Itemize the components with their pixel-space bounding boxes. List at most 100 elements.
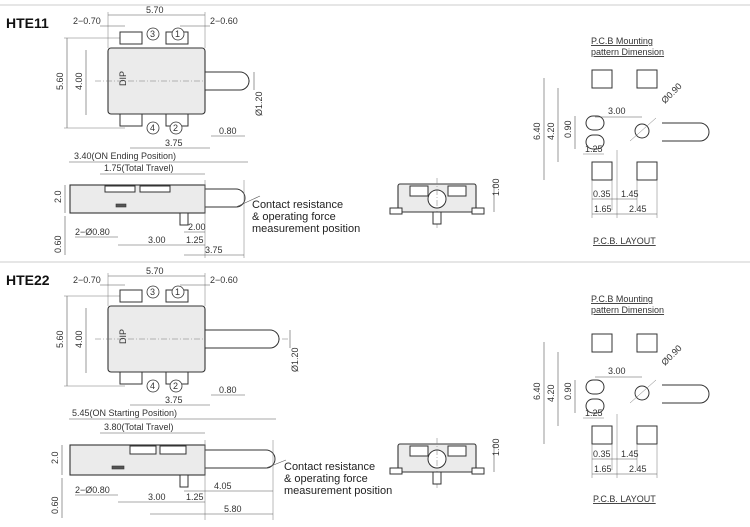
pcb-slot-1 — [585, 379, 605, 395]
front-pad — [389, 207, 403, 215]
pcb-title-2: pattern Dimension — [591, 305, 664, 315]
actuator — [204, 71, 250, 91]
dim-080-label: 0.80 — [219, 126, 237, 136]
dim-060-label: 0.60 — [53, 235, 63, 253]
section-hte22: HTE22 5.70 2−0.70 2−0.60 5.60 4.00 DIP — [6, 266, 710, 520]
dim-travel-label: 3.80(Total Travel) — [104, 422, 174, 432]
dim-width-label: 5.70 — [146, 5, 164, 15]
pcb-pad-tl — [591, 69, 613, 89]
front-window — [447, 445, 467, 457]
dim-300-label: 3.00 — [608, 366, 626, 376]
pcb-pad-tr — [636, 69, 658, 89]
side-slot — [139, 185, 171, 193]
pin-1-label: 1 — [175, 29, 180, 39]
front-window — [409, 445, 429, 457]
pin-2-label: 2 — [173, 381, 178, 391]
pcb-slot-1 — [585, 115, 605, 131]
dim-420-label: 4.20 — [546, 384, 556, 402]
dim-145-label: 1.45 — [621, 449, 639, 459]
front-leg — [432, 471, 442, 485]
dim-245-label: 2.45 — [629, 204, 647, 214]
note-line-2: & operating force — [252, 211, 336, 223]
top-view: 5.70 2−0.70 2−0.60 5.60 4.00 DIP Ø1.20 3 — [55, 266, 300, 406]
pin-2-label: 2 — [173, 123, 178, 133]
pad-top-left — [119, 31, 143, 45]
dim-left-label: 2−0.70 — [73, 275, 101, 285]
side-view: 3.40(ON Ending Position) 1.75(Total Trav… — [53, 151, 360, 258]
side-actuator — [204, 188, 246, 208]
dim-125-label: 1.25 — [186, 235, 204, 245]
dim-035-label: 0.35 — [593, 189, 611, 199]
section-title: HTE11 — [6, 15, 49, 31]
pcb-layout: P.C.B Mounting pattern Dimension 6.40 4.… — [532, 294, 710, 504]
dim-375-label: 3.75 — [165, 138, 183, 148]
front-pad — [389, 467, 403, 475]
pcb-layout-label: P.C.B. LAYOUT — [593, 236, 656, 246]
pcb-pad-br — [636, 161, 658, 181]
dim-245-label: 2.45 — [629, 464, 647, 474]
side-slot — [159, 445, 187, 455]
dim-100-label: 1.00 — [491, 438, 501, 456]
dim-h400-label: 4.00 — [74, 330, 84, 348]
dim-right-label: 2−0.60 — [210, 275, 238, 285]
dim-h20-label: 2.0 — [53, 190, 63, 203]
dim-200-label: 2.00 — [188, 222, 206, 232]
pcb-layout-label: P.C.B. LAYOUT — [593, 494, 656, 504]
dim-width-label: 5.70 — [146, 266, 164, 276]
pad-top-left — [119, 289, 143, 303]
dim-300-label: 3.00 — [148, 492, 166, 502]
note-line-1: Contact resistance — [252, 199, 343, 211]
dim-travel-label: 1.75(Total Travel) — [104, 163, 174, 173]
pcb-pad-bl — [591, 425, 613, 445]
dim-pin-dia-label: Ø1.20 — [290, 347, 300, 372]
section-title: HTE22 — [6, 272, 50, 288]
dim-125-label: 1.25 — [186, 492, 204, 502]
pad-bottom-left — [119, 371, 143, 385]
pin-circle — [171, 285, 185, 299]
front-view: 1.00 — [389, 438, 501, 490]
dim-580-label: 5.80 — [224, 504, 242, 514]
dim-right-label: 2−0.60 — [210, 16, 238, 26]
dim-090-label: 0.90 — [563, 382, 573, 400]
pin-3-label: 3 — [150, 287, 155, 297]
pcb-title-2: pattern Dimension — [591, 47, 664, 57]
side-marker — [115, 203, 127, 208]
pad-bottom-left — [119, 113, 143, 127]
front-leg — [432, 211, 442, 225]
pcb-pad-br — [636, 425, 658, 445]
dim-060-label: 0.60 — [50, 496, 60, 514]
side-leg — [179, 212, 189, 226]
dim-h20-label: 2.0 — [50, 451, 60, 464]
side-slot — [129, 445, 157, 455]
dim-position-label: 5.45(ON Starting Position) — [72, 408, 177, 418]
dim-h400-label: 4.00 — [74, 72, 84, 90]
pin-4-label: 4 — [150, 123, 155, 133]
dim-090-label: 0.90 — [563, 120, 573, 138]
dim-420-label: 4.20 — [546, 122, 556, 140]
pin-circle — [146, 27, 160, 41]
pin-circle — [146, 121, 160, 135]
dim-375b-label: 3.75 — [205, 245, 223, 255]
pcb-pad-tr — [636, 333, 658, 353]
pcb-pad-bl — [591, 161, 613, 181]
pcb-slot-2 — [585, 134, 605, 150]
pin-circle — [169, 121, 183, 135]
dim-405-label: 4.05 — [214, 481, 232, 491]
side-slot — [104, 185, 136, 193]
dim-640-label: 6.40 — [532, 382, 542, 400]
leader-line — [265, 459, 287, 469]
side-body — [69, 184, 206, 214]
dim-125-label: 1.25 — [585, 408, 603, 418]
pin-3-label: 3 — [150, 29, 155, 39]
dim-pin-dia-label: Ø1.20 — [254, 91, 264, 116]
note-line-3: measurement position — [252, 223, 360, 235]
dim-165-label: 1.65 — [594, 204, 612, 214]
dim-h560-label: 5.60 — [55, 330, 65, 348]
front-pad — [471, 207, 485, 215]
side-marker — [111, 465, 125, 470]
pcb-pad-tl — [591, 333, 613, 353]
dim-position-label: 3.40(ON Ending Position) — [74, 151, 176, 161]
pcb-actuator-outline — [662, 384, 710, 404]
top-view: 5.70 2−0.70 2−0.60 5.60 4.00 DIP Ø — [55, 5, 264, 149]
